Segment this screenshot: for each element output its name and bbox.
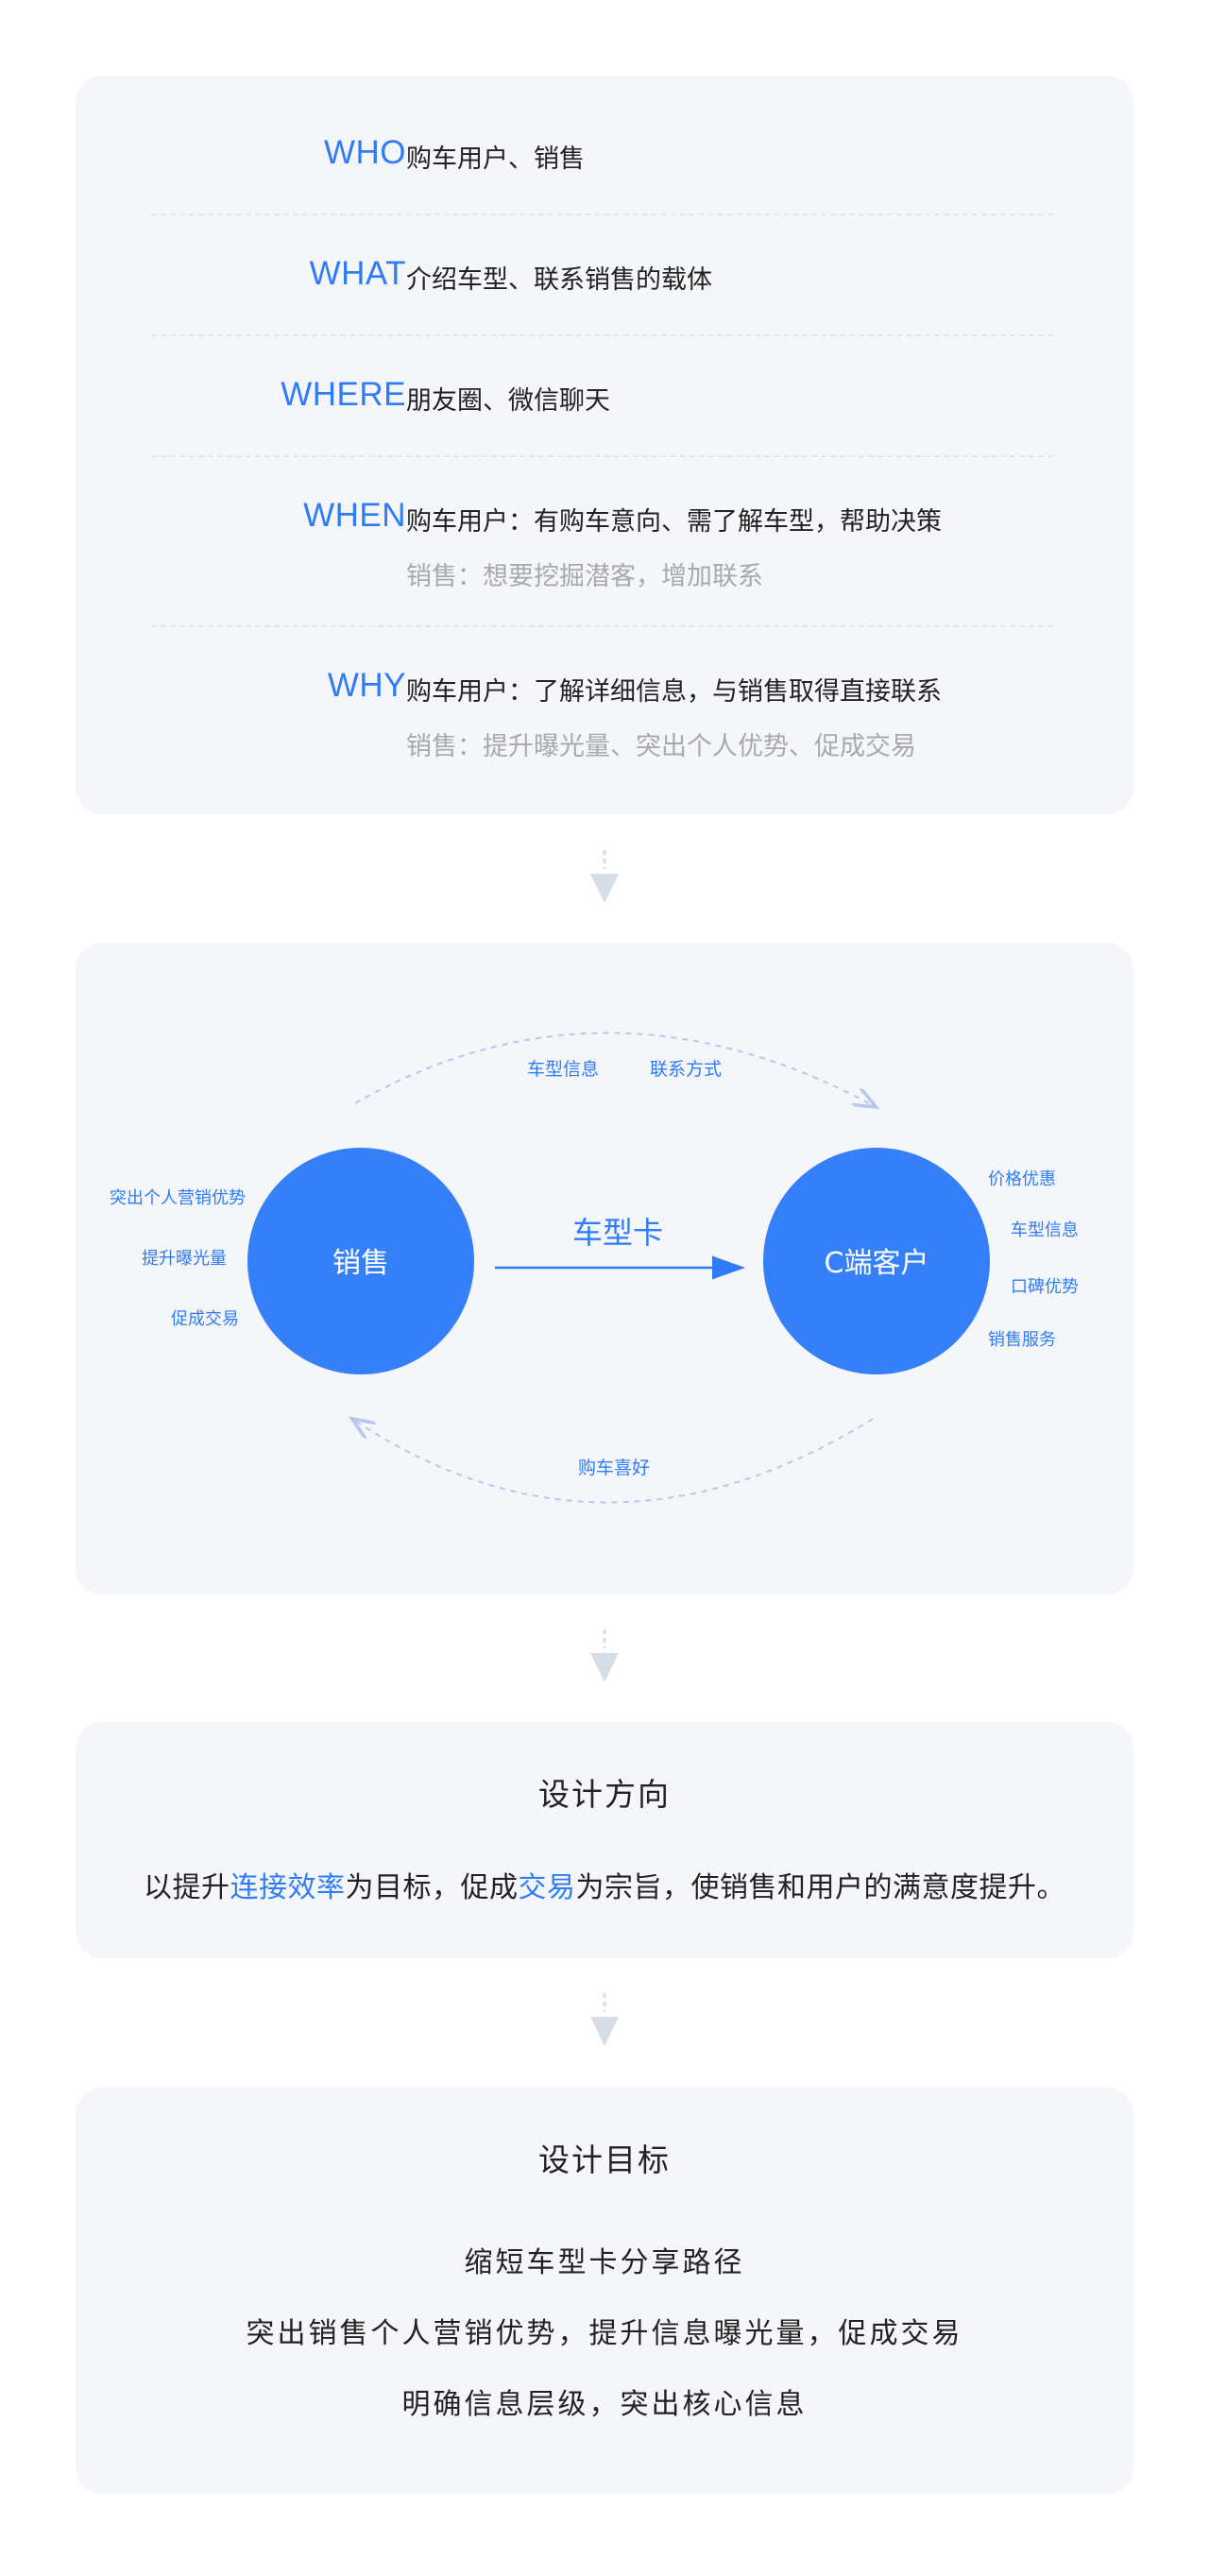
- w-why-text: 购车用户：了解详细信息，与销售取得直接联系: [406, 677, 942, 707]
- right-label-car-info: 车型信息: [1011, 1220, 1079, 1240]
- right-label-service: 销售服务: [988, 1330, 1056, 1350]
- highlight-transaction: 交易: [518, 1871, 576, 1904]
- relationship-diagram-card: 销售 C端客户 车型卡 车型信息 联系方式 购车喜好 突出个人营销优势 提升曝光…: [76, 943, 1133, 1595]
- right-label-price: 价格优惠: [988, 1169, 1056, 1189]
- left-label-exposure: 提升曝光量: [142, 1249, 227, 1269]
- top-label-contact: 联系方式: [650, 1059, 722, 1080]
- divider: [151, 455, 1053, 457]
- w-why-subtext: 销售：提升曝光量、突出个人优势、促成交易: [406, 732, 916, 761]
- divider: [151, 625, 1053, 627]
- customer-node: [763, 1148, 990, 1374]
- divider: [151, 334, 1053, 336]
- direction-statement: 以提升连接效率为目标，促成交易为宗旨，使销售和用户的满意度提升。: [144, 1871, 1065, 1904]
- left-label-advantage: 突出个人营销优势: [110, 1188, 246, 1208]
- down-arrow-icon: [590, 850, 619, 903]
- goal-item: 突出销售个人营销优势，提升信息曝光量，促成交易: [246, 2317, 963, 2350]
- relationship-diagram: 销售 C端客户 车型卡 车型信息 联系方式 购车喜好 突出个人营销优势 提升曝光…: [110, 1032, 1079, 1504]
- down-arrow-icon: [590, 1629, 619, 1682]
- w-when-subtext: 销售：想要挖掘潜客，增加联系: [406, 562, 763, 591]
- right-label-reputation: 口碑优势: [1011, 1277, 1079, 1297]
- w-who-text: 购车用户、销售: [406, 145, 585, 174]
- w-what-text: 介绍车型、联系销售的载体: [406, 265, 712, 295]
- top-label-car-info: 车型信息: [527, 1059, 599, 1080]
- w-when-text: 购车用户：有购车意向、需了解车型，帮助决策: [406, 507, 942, 537]
- customer-node-label: C端客户: [825, 1247, 929, 1280]
- sales-node-label: 销售: [332, 1247, 389, 1280]
- center-label: 车型卡: [572, 1215, 663, 1251]
- goal-item: 缩短车型卡分享路径: [464, 2246, 745, 2279]
- sales-node: [247, 1148, 474, 1374]
- goal-title: 设计目标: [538, 2141, 671, 2178]
- w-where-text: 朋友圈、微信聊天: [406, 386, 610, 416]
- goal-item: 明确信息层级，突出核心信息: [401, 2388, 808, 2421]
- highlight-efficiency: 连接效率: [230, 1871, 346, 1904]
- bottom-flow-arc: [355, 1419, 874, 1504]
- direction-title: 设计方向: [538, 1776, 671, 1813]
- bottom-label-preference: 购车喜好: [578, 1458, 650, 1478]
- design-goal-card: 设计目标 缩短车型卡分享路径 突出销售个人营销优势，提升信息曝光量，促成交易 明…: [76, 2088, 1133, 2494]
- top-flow-arc: [354, 1032, 873, 1105]
- design-direction-card: 设计方向 以提升连接效率为目标，促成交易为宗旨，使销售和用户的满意度提升。: [76, 1722, 1133, 1958]
- divider: [151, 213, 1053, 215]
- left-label-deal: 促成交易: [171, 1309, 239, 1329]
- down-arrow-icon: [590, 1993, 619, 2046]
